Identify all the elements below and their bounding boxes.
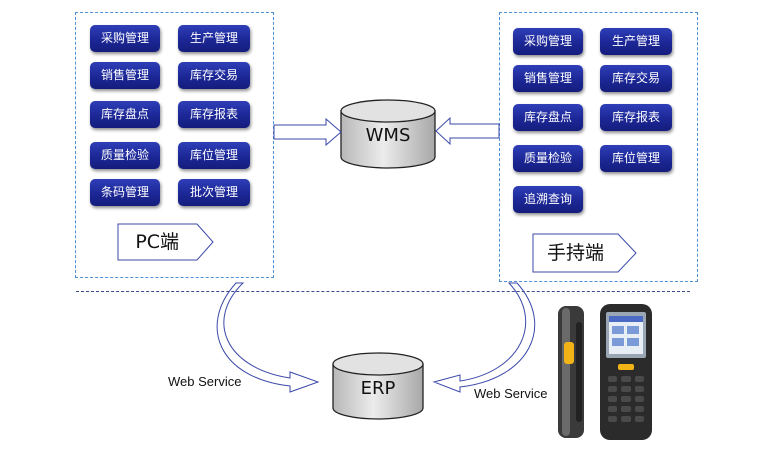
web-service-label-left: Web Service	[168, 374, 242, 389]
handheld-label: 手持端	[546, 242, 604, 264]
handheld-module: 质量检验	[513, 145, 583, 172]
handheld-device-illustration	[558, 304, 652, 440]
pc-module: 库位管理	[178, 142, 250, 169]
handheld-label-tag: 手持端	[532, 233, 638, 273]
pc-module: 批次管理	[178, 179, 250, 206]
pc-module: 库存交易	[178, 62, 250, 89]
pc-label-tag: PC端	[117, 223, 215, 261]
wms-database: WMS	[340, 99, 436, 169]
device-side-view	[558, 306, 584, 438]
erp-cylinder	[332, 352, 424, 420]
handheld-module: 库存报表	[600, 104, 672, 131]
wms-label: WMS	[365, 125, 411, 146]
erp-label: ERP	[360, 378, 396, 399]
arrow-pc-to-erp	[216, 282, 320, 393]
arrow-handheld-to-erp	[432, 282, 536, 393]
arrow-pc-to-wms	[273, 117, 342, 147]
tag-shape	[117, 223, 214, 261]
web-service-label-right: Web Service	[474, 386, 548, 401]
handheld-module: 库存盘点	[513, 104, 583, 131]
handheld-panel	[499, 12, 698, 282]
device-front-view	[600, 304, 652, 440]
pc-module: 库存报表	[178, 101, 250, 128]
handheld-module: 销售管理	[513, 65, 583, 92]
pc-module: 条码管理	[90, 179, 160, 206]
handheld-module: 库存交易	[600, 65, 672, 92]
wms-cylinder	[340, 99, 436, 169]
pc-module: 销售管理	[90, 62, 160, 89]
section-divider	[76, 291, 690, 292]
handheld-module: 生产管理	[600, 28, 672, 55]
handheld-module: 追溯查询	[513, 186, 583, 213]
handheld-module: 采购管理	[513, 28, 583, 55]
pc-module: 库存盘点	[90, 101, 160, 128]
handheld-module: 库位管理	[600, 145, 672, 172]
pc-module: 质量检验	[90, 142, 160, 169]
pc-module: 采购管理	[90, 25, 160, 52]
pc-panel	[75, 12, 274, 278]
pc-label: PC端	[135, 231, 180, 253]
tag-shape	[532, 233, 637, 273]
pc-module: 生产管理	[178, 25, 250, 52]
arrow-handheld-to-wms	[435, 116, 500, 146]
erp-database: ERP	[332, 352, 424, 420]
